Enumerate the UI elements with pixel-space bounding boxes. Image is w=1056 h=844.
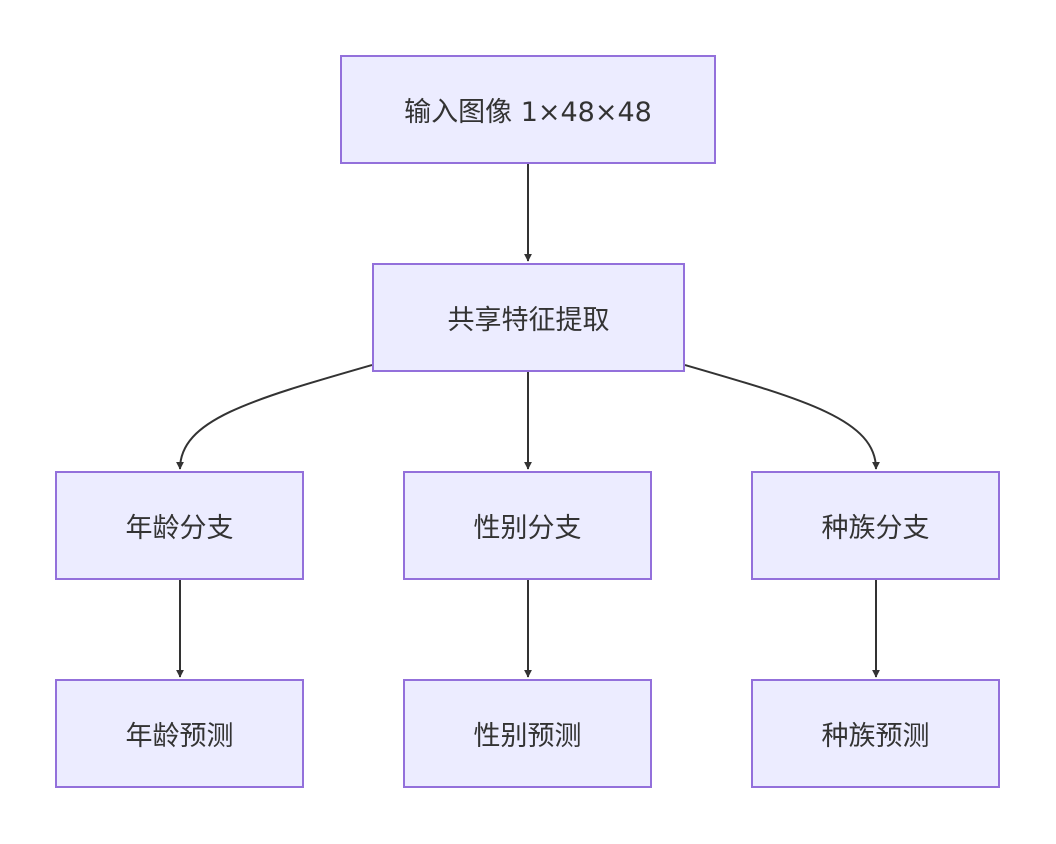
node-gender-branch: 性别分支: [403, 471, 652, 580]
node-age-prediction: 年龄预测: [55, 679, 304, 788]
edge-shared-to-age: [176, 364, 373, 470]
node-gender-prediction: 性别预测: [403, 679, 652, 788]
node-input-image-label: 输入图像 1×48×48: [404, 97, 652, 128]
edge-shared-to-race: [684, 364, 880, 470]
node-input-image: 输入图像 1×48×48: [340, 55, 716, 164]
node-gender-prediction-label: 性别预测: [473, 721, 582, 752]
node-gender-branch-label: 性别分支: [473, 513, 582, 544]
node-shared-features: 共享特征提取: [372, 263, 685, 372]
node-shared-features-label: 共享特征提取: [447, 305, 610, 336]
node-race-branch: 种族分支: [751, 471, 1000, 580]
node-race-prediction: 种族预测: [751, 679, 1000, 788]
node-race-prediction-label: 种族预测: [821, 721, 930, 752]
node-age-prediction-label: 年龄预测: [125, 721, 234, 752]
node-age-branch: 年龄分支: [55, 471, 304, 580]
node-age-branch-label: 年龄分支: [125, 513, 234, 544]
node-race-branch-label: 种族分支: [821, 513, 930, 544]
